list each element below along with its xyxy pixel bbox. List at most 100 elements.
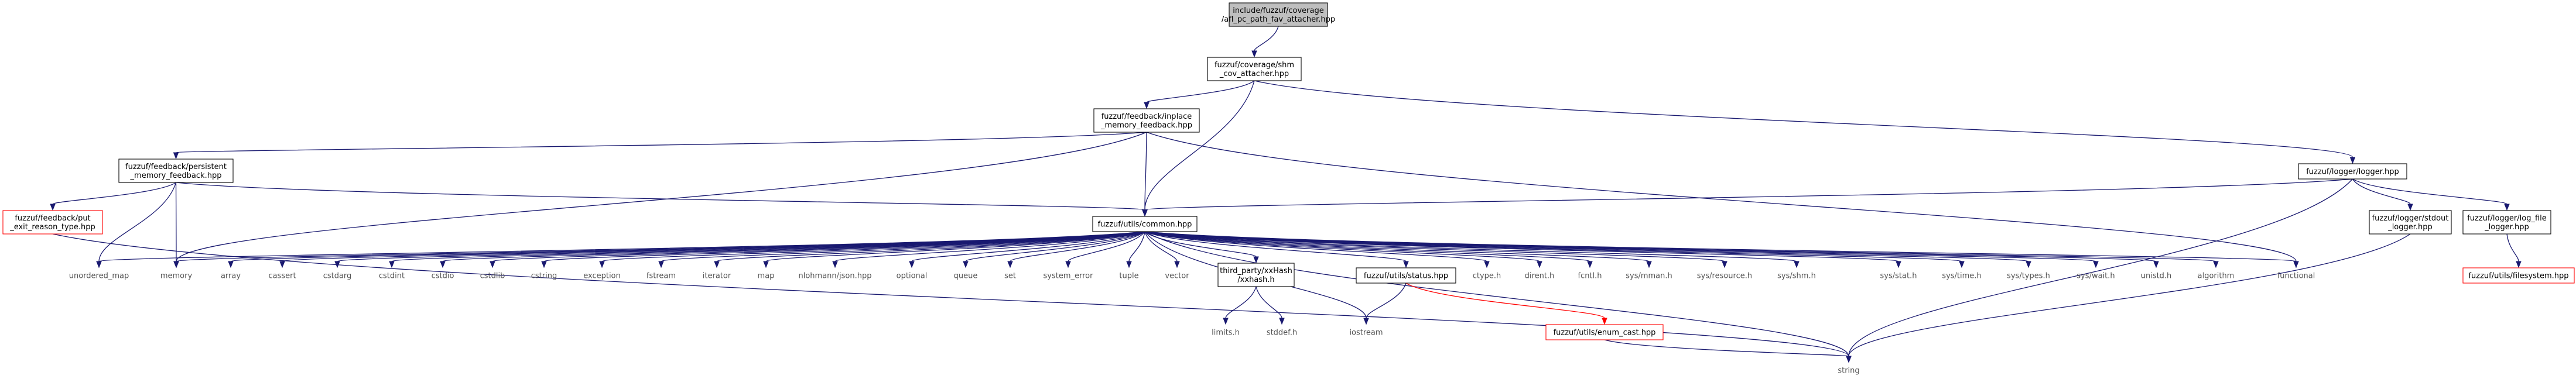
node-exception: exception <box>583 272 621 281</box>
node-persistent[interactable]: fuzzuf/feedback/persistent_memory_feedba… <box>118 159 234 183</box>
node-cstdio: cstdio <box>432 272 454 281</box>
node-label-line: queue <box>954 272 978 281</box>
node-label-line: cstdarg <box>323 272 352 281</box>
edge-put_exit-to-string <box>52 233 1849 357</box>
arrowhead-common-to-fcntl <box>1587 261 1593 268</box>
node-label-line: third_party/xxHash <box>1220 267 1292 275</box>
arrowhead-status-to-iostream <box>1363 318 1369 325</box>
arrowhead-common-to-exception <box>599 261 605 268</box>
node-wait: sys/wait.h <box>2076 272 2115 281</box>
edge-common-to-cstring <box>543 231 1145 262</box>
arrowhead-common-to-algorithm <box>2213 261 2219 268</box>
node-label-line: _exit_reason_type.hpp <box>9 223 95 232</box>
arrowhead-root-to-shm_cov <box>1251 50 1257 58</box>
node-log-file[interactable]: fuzzuf/logger/log_file_logger.hpp <box>2462 210 2551 235</box>
node-status[interactable]: fuzzuf/utils/status.hpp <box>1356 267 1456 284</box>
arrowhead-logger-to-common <box>1142 209 1148 217</box>
node-inplace[interactable]: fuzzuf/feedback/inplace_memory_feedback.… <box>1093 108 1200 133</box>
arrowhead-xxhash-to-stddef <box>1279 318 1285 325</box>
node-label-line: exception <box>583 272 621 281</box>
node-enum-cast[interactable]: fuzzuf/utils/enum_cast.hpp <box>1545 324 1664 340</box>
node-resource: sys/resource.h <box>1697 272 1752 281</box>
node-memory: memory <box>160 272 193 281</box>
node-label-line: fuzzuf/logger/log_file <box>2467 214 2547 223</box>
node-tuple: tuple <box>1119 272 1138 281</box>
edge-inplace-to-functional <box>1146 132 2297 262</box>
edge-inplace-to-memory <box>176 132 1147 262</box>
node-label-line: map <box>758 272 775 281</box>
node-label-line: sys/wait.h <box>2076 272 2115 281</box>
arrowhead-common-to-set <box>1007 261 1013 268</box>
arrowhead-common-to-nlohmann <box>832 261 838 268</box>
arrowhead-status-to-enum_cast <box>1602 318 1607 325</box>
node-label-line: stddef.h <box>1267 329 1297 337</box>
node-box <box>1356 267 1456 284</box>
edge-shm_cov-to-common <box>1144 80 1255 211</box>
arrowhead-common-to-ctype <box>1484 261 1490 268</box>
node-algorithm: algorithm <box>2198 272 2235 281</box>
node-time: sys/time.h <box>1942 272 1981 281</box>
edge-xxhash-to-limits <box>1225 286 1257 319</box>
node-queue: queue <box>954 272 978 281</box>
edge-common-to-vector <box>1144 231 1178 262</box>
node-label-line: _logger.hpp <box>2387 223 2433 232</box>
edge-common-to-ctype <box>1144 231 1487 262</box>
arrowhead-common-to-cstdio <box>440 261 446 268</box>
node-types: sys/types.h <box>2007 272 2050 281</box>
node-cstdint: cstdint <box>379 272 405 281</box>
node-label-line: sys/shm.h <box>1777 272 1816 281</box>
arrowhead-common-to-cstdint <box>389 261 395 268</box>
node-label-line: set <box>1004 272 1016 281</box>
edge-root-to-shm_cov <box>1254 26 1279 51</box>
node-label-line: array <box>221 272 241 281</box>
arrowhead-common-to-types <box>2026 261 2031 268</box>
node-dirent: dirent.h <box>1525 272 1555 281</box>
node-array: array <box>221 272 241 281</box>
edge-common-to-mman <box>1144 231 1650 262</box>
edge-common-to-system_error <box>1068 231 1145 262</box>
node-label-line: vector <box>1165 272 1189 281</box>
edge-persistent-to-put_exit <box>52 182 176 205</box>
node-box <box>2462 210 2551 235</box>
edge-shm_cov-to-logger <box>1254 80 2353 158</box>
node-label-line: _cov_attacher.hpp <box>1219 70 1289 78</box>
edge-inplace-to-persistent <box>175 132 1147 153</box>
edge-common-to-functional <box>1144 231 2297 262</box>
node-cassert: cassert <box>268 272 296 281</box>
node-box <box>2369 210 2452 235</box>
edge-common-to-status <box>1144 231 1407 262</box>
node-vector: vector <box>1165 272 1189 281</box>
arrowhead-common-to-dirent <box>1537 261 1542 268</box>
arrowhead-inplace-to-persistent <box>173 152 179 160</box>
edge-log_file-to-filesystem <box>2506 233 2519 262</box>
node-stdout-logger[interactable]: fuzzuf/logger/stdout_logger.hpp <box>2369 210 2452 235</box>
node-optional: optional <box>897 272 928 281</box>
node-label-line: sys/mman.h <box>1626 272 1672 281</box>
node-iterator: iterator <box>703 272 731 281</box>
node-put-exit[interactable]: fuzzuf/feedback/put_exit_reason_type.hpp <box>2 210 103 235</box>
edge-common-to-wait <box>1144 231 2096 262</box>
node-filesystem[interactable]: fuzzuf/utils/filesystem.hpp <box>2462 267 2575 284</box>
arrowhead-common-to-map <box>763 261 769 268</box>
edge-persistent-to-common <box>176 182 1145 211</box>
node-xxhash[interactable]: third_party/xxHash/xxhash.h <box>1217 263 1295 287</box>
arrowhead-log_file-to-filesystem <box>2516 261 2522 268</box>
node-common[interactable]: fuzzuf/utils/common.hpp <box>1092 216 1198 232</box>
node-root[interactable]: include/fuzzuf/coverage/afl_pc_path_fav_… <box>1222 2 1335 27</box>
node-label-line: memory <box>160 272 193 281</box>
node-logger[interactable]: fuzzuf/logger/logger.hpp <box>2298 163 2407 180</box>
node-shm-cov[interactable]: fuzzuf/coverage/shm_cov_attacher.hpp <box>1207 57 1302 81</box>
node-label-line: sys/time.h <box>1942 272 1981 281</box>
arrowhead-common-to-cstring <box>541 261 547 268</box>
node-label-line: fstream <box>646 272 676 281</box>
node-label-line: _memory_feedback.hpp <box>1100 121 1192 130</box>
edge-xxhash-to-stddef <box>1255 286 1282 319</box>
edge-enum_cast-to-string <box>1604 339 1849 357</box>
node-unordered-map: unordered_map <box>69 272 129 281</box>
node-label-line: string <box>1838 367 1859 375</box>
edge-common-to-string <box>1144 231 1849 357</box>
node-label-line: cstdint <box>379 272 405 281</box>
node-box <box>2 210 103 235</box>
